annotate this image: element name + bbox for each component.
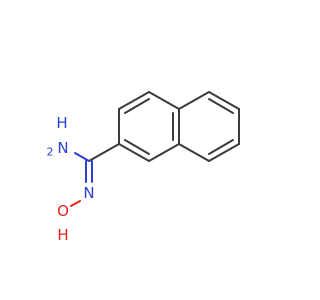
amine-h2-subscript: 2	[47, 146, 54, 159]
bond-ring-to-amidine-carbon	[88, 143, 120, 162]
canvas-background	[0, 0, 300, 300]
double-bond-inner-c9-c10	[208, 139, 234, 155]
double-bond-inner-c7-c8	[208, 98, 234, 114]
bond-carbon-to-amine	[74, 152, 90, 162]
bond-c3-c7	[178, 91, 210, 110]
bond-c2-c3	[148, 91, 180, 110]
bond-c4-c5	[148, 143, 180, 162]
amidoxime-group	[70, 143, 120, 207]
naphthalene-ring-system	[118, 91, 240, 162]
double-bond-inner-c1-c2	[124, 98, 150, 114]
amine-h2-label: H	[56, 114, 67, 132]
bond-c10-c4	[178, 143, 210, 162]
double-bond-inner-c5-c6	[124, 139, 150, 155]
molecule-structure-diagram: H 2 N N O H	[0, 0, 300, 300]
imine-n-label: N	[83, 184, 94, 202]
bond-c7-c8	[208, 91, 240, 110]
hydroxyl-o-label: O	[57, 202, 69, 220]
bond-c9-c10	[208, 143, 240, 162]
bond-imine-to-oxygen	[70, 200, 81, 207]
bond-c5-c6	[118, 143, 150, 162]
bond-c1-c2	[118, 91, 150, 110]
hydroxyl-h-label: H	[57, 226, 68, 244]
amine-n-label: N	[57, 139, 68, 157]
